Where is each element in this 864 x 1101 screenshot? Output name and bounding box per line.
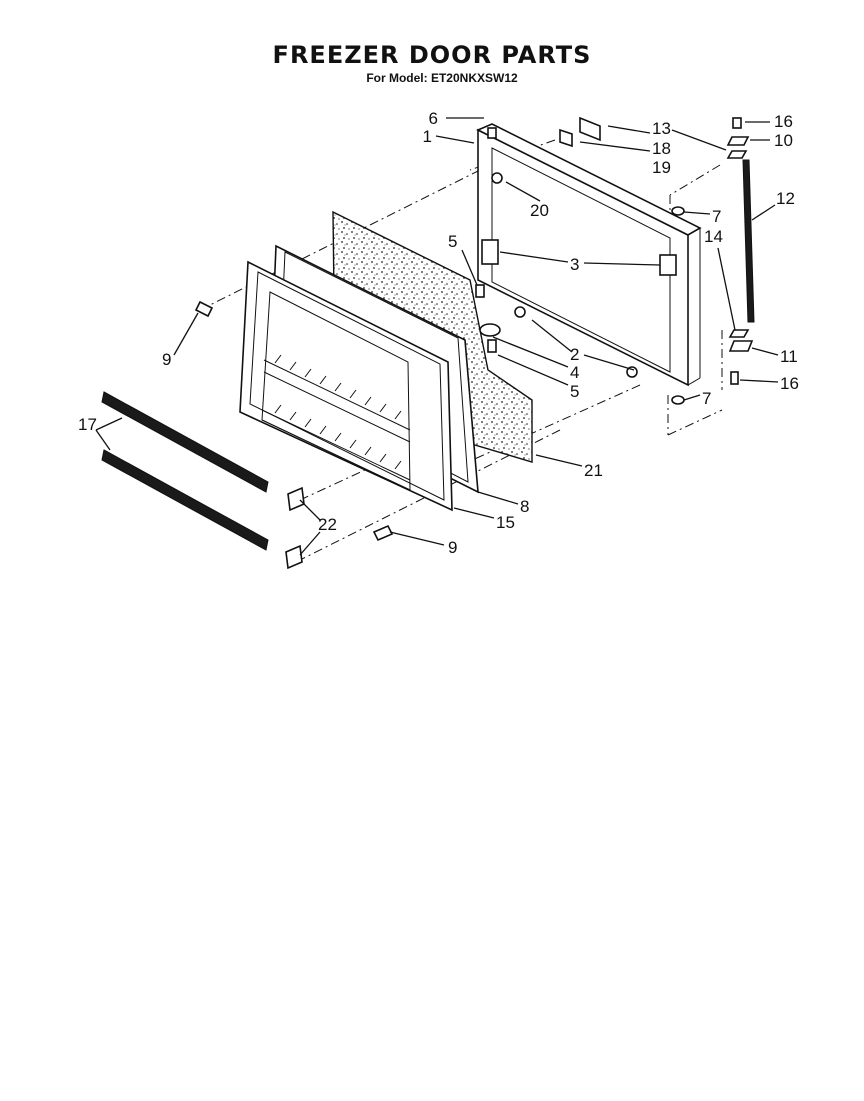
callout-19: 19: [652, 158, 671, 177]
callout-labels: 6 1 13 18 19 20 16 10 12 7 14 5 3 2 4 5 …: [78, 109, 799, 557]
callout-11: 11: [780, 347, 798, 366]
callout-7-bottom: 7: [702, 389, 711, 408]
callout-1: 1: [423, 127, 432, 146]
door-liner: [239, 260, 453, 512]
callout-20: 20: [530, 201, 549, 220]
callout-5-top: 5: [448, 232, 457, 251]
hinge-bracket: [481, 239, 677, 276]
callout-17: 17: [78, 415, 97, 434]
callout-21: 21: [584, 461, 603, 480]
callout-14: 14: [704, 227, 723, 246]
callout-10: 10: [774, 131, 793, 150]
callout-7-top: 7: [712, 207, 721, 226]
callout-9-top: 9: [162, 350, 171, 369]
hardware: [194, 116, 754, 542]
callout-5-bottom: 5: [570, 382, 579, 401]
model-subtitle: For Model: ET20NKXSW12: [366, 71, 518, 85]
callout-8: 8: [520, 497, 529, 516]
callout-13: 13: [652, 119, 671, 138]
hinge-pin: [742, 159, 755, 323]
callout-9-bottom: 9: [448, 538, 457, 557]
callout-12: 12: [776, 189, 795, 208]
leader-lines: [95, 117, 779, 556]
trim-strip: [101, 391, 269, 551]
callout-16-top: 16: [774, 112, 793, 131]
callout-6: 6: [429, 109, 438, 128]
callout-16-bottom: 16: [780, 374, 799, 393]
callout-3: 3: [570, 255, 579, 274]
callout-18: 18: [652, 139, 671, 158]
callout-4: 4: [570, 363, 579, 382]
inner-door-panel: [476, 123, 702, 387]
callout-2: 2: [570, 345, 579, 364]
trim-end-cap: [285, 486, 305, 570]
shelf-ribs: [261, 354, 411, 491]
diagram-header: FREEZER DOOR PARTS For Model: ET20NKXSW1…: [0, 40, 864, 86]
page-title: FREEZER DOOR PARTS: [272, 41, 592, 69]
callout-15: 15: [496, 513, 515, 532]
callout-22: 22: [318, 515, 337, 534]
